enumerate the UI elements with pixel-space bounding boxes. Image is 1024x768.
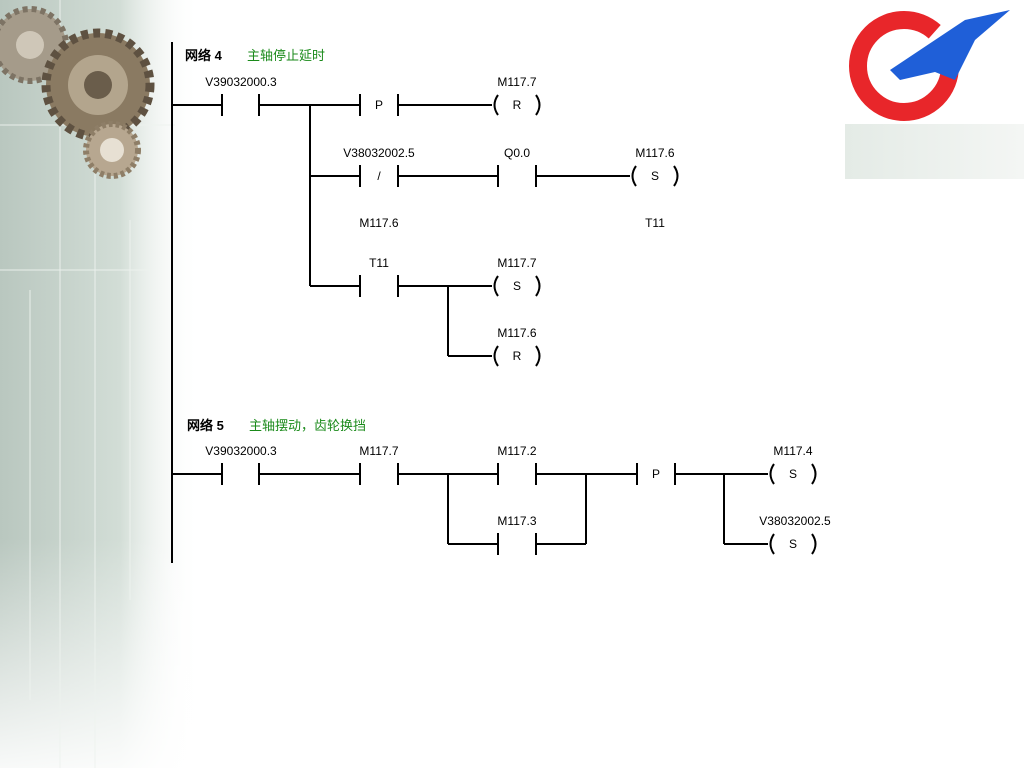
n5-label-coil-2: V38032002.5 [759, 514, 831, 528]
n4-symbol-s1: S [651, 169, 659, 183]
n5-symbol-s1: S [789, 467, 797, 481]
decor-lines [0, 0, 175, 768]
n4-label-coil-s1: M117.6 [635, 146, 674, 160]
n5-label-contact-2: M117.7 [359, 444, 398, 458]
n4-coil-r2 [493, 345, 541, 367]
n5-contact-3 [497, 463, 537, 485]
n4-label-contact-t11: T11 [369, 256, 389, 270]
n4-symbol-not: / [377, 169, 381, 183]
n4-symbol-r2: R [513, 349, 522, 363]
n4-label-contact-main: V39032000.3 [205, 75, 277, 89]
n5-contact-2 [359, 463, 399, 485]
n4-coil-s1 [631, 165, 679, 187]
n4-contact-main [221, 94, 260, 116]
n4-symbol-s2: S [513, 279, 521, 293]
n5-label-contact-1: V39032000.3 [205, 444, 277, 458]
n5-coil-s1 [769, 463, 817, 485]
n4-label-timer-input: M117.6 [359, 216, 398, 230]
n4-contact-t11 [359, 275, 399, 297]
n5-contact-4 [497, 533, 537, 555]
n4-label-coil-r2: M117.6 [497, 326, 536, 340]
n4-label-coil-r1: M117.7 [497, 75, 536, 89]
n5-label-contact-4: M117.3 [497, 514, 536, 528]
gear-decoration-icon [0, 6, 155, 179]
n4-coil-s2 [493, 275, 541, 297]
n5-symbol-s2: S [789, 537, 797, 551]
n4-symbol-p: P [375, 98, 383, 112]
network-5-comment: 主轴摆动，齿轮换挡 [249, 418, 366, 433]
n4-label-coil-s2: M117.7 [497, 256, 536, 270]
n4-label-timer-name: T11 [645, 216, 665, 230]
n4-coil-r1 [493, 94, 541, 116]
company-logo [849, 10, 1010, 121]
n5-label-coil-1: M117.4 [773, 444, 812, 458]
header-bar-right [845, 124, 1024, 179]
n4-label-contact-q00: Q0.0 [504, 146, 530, 160]
n4-label-contact-b1: V38032002.5 [343, 146, 415, 160]
n5-symbol-p: P [652, 467, 660, 481]
n4-symbol-r1: R [513, 98, 522, 112]
network-5-title: 网络 5 [187, 418, 224, 433]
n4-contact-q00 [497, 165, 537, 187]
n5-contact-1 [221, 463, 260, 485]
n5-label-contact-3: M117.2 [497, 444, 536, 458]
network-4-title: 网络 4 [185, 48, 223, 63]
n5-coil-s2 [769, 533, 817, 555]
network-4-comment: 主轴停止延时 [247, 48, 325, 63]
